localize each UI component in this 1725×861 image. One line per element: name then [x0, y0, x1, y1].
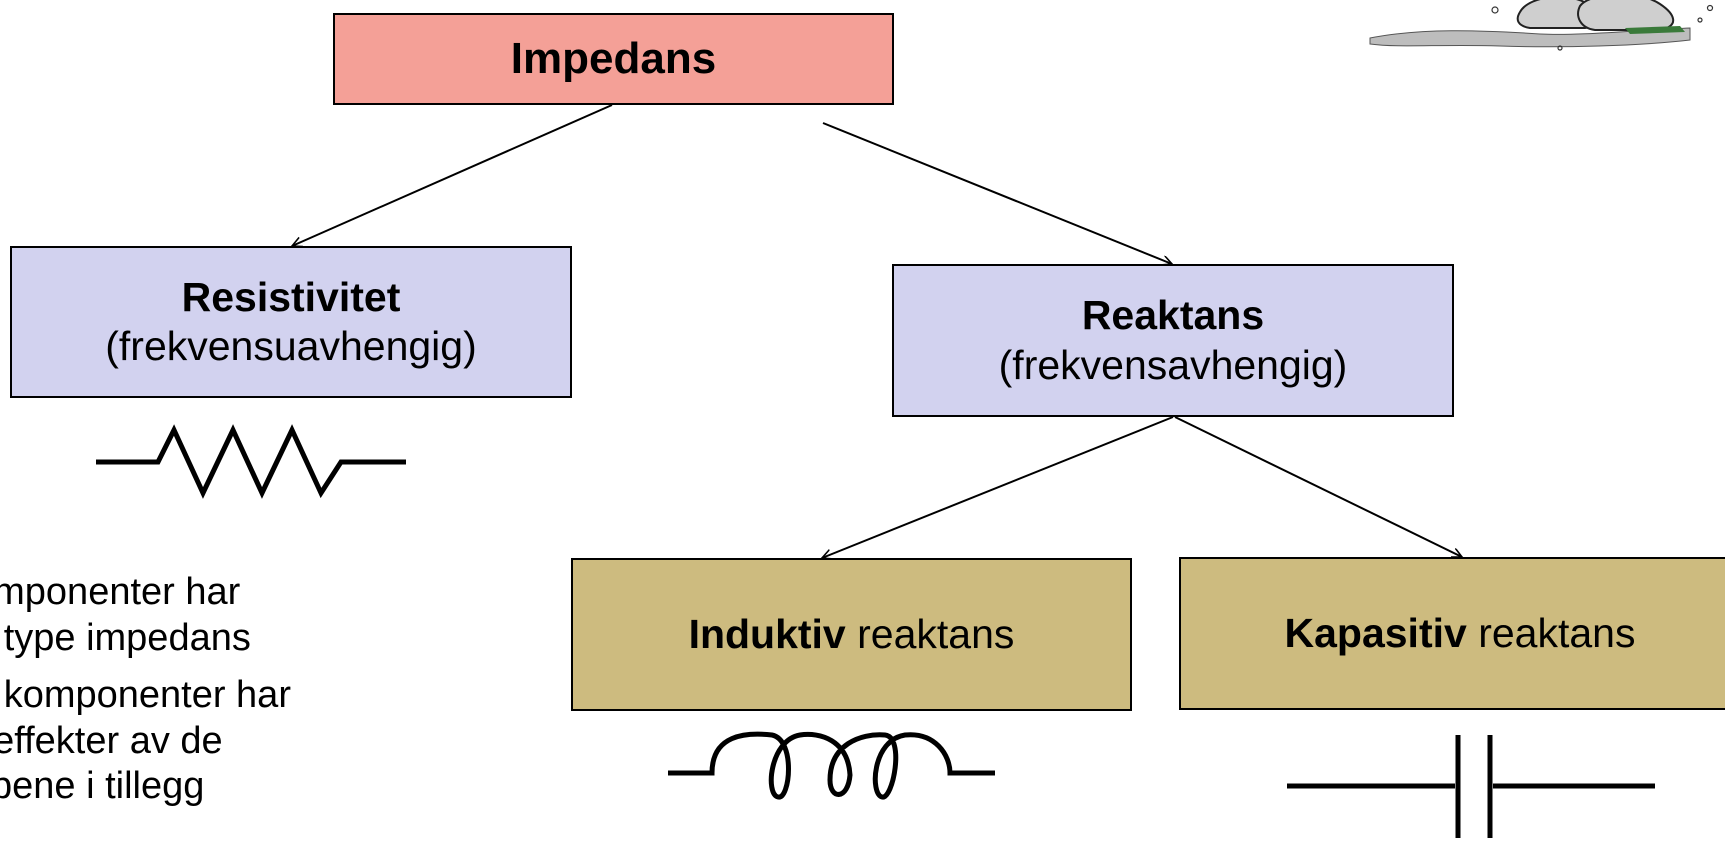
- bullet-1-line-2: n type impedans: [0, 616, 251, 659]
- inductive-node: Induktiv reaktans: [571, 558, 1132, 711]
- capacitive-title-bold: Kapasitiv: [1284, 609, 1467, 656]
- capacitive-title-rest: reaktans: [1478, 609, 1636, 656]
- bullet-2-line-3: ypene i tillegg: [0, 765, 205, 808]
- reactance-title: Reaktans: [1081, 292, 1265, 339]
- connector-root-resistivity: [292, 104, 613, 246]
- bullet-2-line-2: tteffekter av de: [0, 719, 223, 762]
- capacitive-node: Kapasitiv reaktans: [1179, 557, 1725, 710]
- bullet-2: e komponenter har tteffekter av de ypene…: [0, 673, 291, 810]
- cartoon-shoes-icon: [1369, 0, 1714, 51]
- connector-reactance-inductive: [822, 416, 1174, 558]
- capacitor-icon: [1287, 735, 1655, 838]
- inductive-title-bold: Induktiv: [688, 610, 846, 657]
- resistivity-node: Resistivitet (frekvensuavhengig): [10, 246, 572, 398]
- bullet-1-line-1: omponenter har: [0, 571, 241, 613]
- inductive-title-rest: reaktans: [857, 610, 1015, 657]
- resistivity-title: Resistivitet: [181, 273, 401, 320]
- inductor-icon: [668, 731, 995, 800]
- resistor-icon: [96, 424, 406, 499]
- side-text: omponenter har n type impedans e kompone…: [0, 570, 291, 822]
- resistivity-subtitle: (frekvensuavhengig): [105, 323, 477, 369]
- connector-reactance-capacitive: [1174, 416, 1462, 557]
- bullet-2-line-1: e komponenter har: [0, 674, 291, 717]
- reactance-node: Reaktans (frekvensavhengig): [892, 264, 1454, 417]
- root-node: Impedans: [333, 13, 894, 105]
- root-title: Impedans: [510, 33, 717, 83]
- reactance-subtitle: (frekvensavhengig): [998, 341, 1348, 388]
- connector-root-reactance: [822, 122, 1172, 264]
- bullet-1: omponenter har n type impedans: [0, 570, 291, 661]
